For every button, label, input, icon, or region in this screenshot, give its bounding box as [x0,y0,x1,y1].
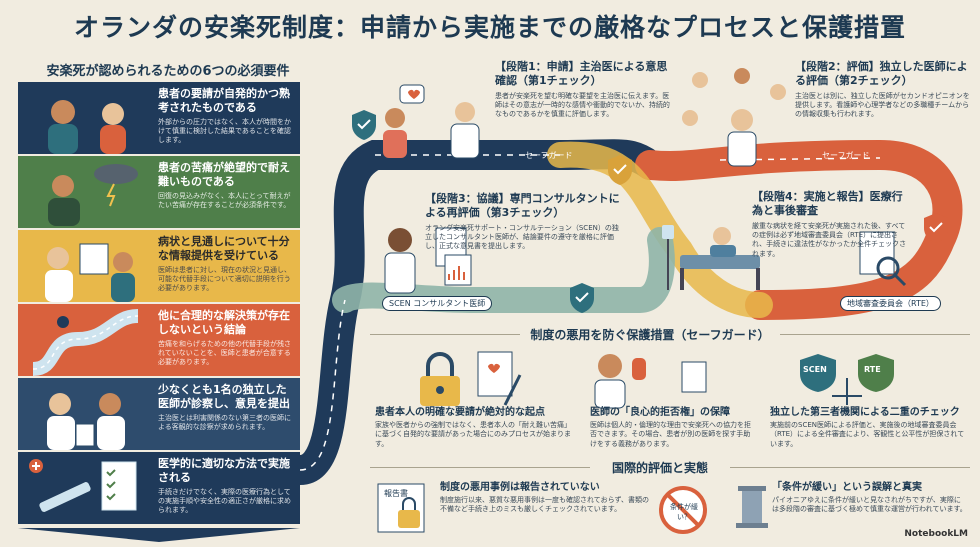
requirement-title: 医学的に適切な方法で実施される [158,457,290,484]
requirement-desc: 手続きだけでなく、実際の医療行為としての実施手順や安全性の適正さが厳格に求められ… [158,487,291,514]
international-desc: 制度施行以来、悪質な悪用事例は一度も確認されておらず、書類の不備など手続き上のミ… [440,496,649,514]
scen-label: SCEN コンサルタント医師 [382,296,493,311]
requirement-desc: 苦痛を和らげるための他の代替手段が残されていないことを、医師と患者が合意する必要… [158,339,291,366]
arrow-tip [18,528,300,542]
hospital-bed-illustration [662,225,760,290]
stage-2: 【段階2：評価】独立した医師による評価（第2チェック） 主治医とは別に、独立した… [795,60,970,120]
pillar-icon [736,486,768,528]
scen-badge: SCEN [803,365,827,374]
safeguard-card: 独立した第三者機関による二重のチェック 実施前のSCEN医師による評価と、実施後… [770,406,970,449]
requirement-desc: 外部からの圧力ではなく、本人が時間をかけて慎重に検討した結果であることを確認しま… [158,117,291,144]
requirement-item: 医学的に適切な方法で実施される手続きだけでなく、実際の医療行為としての実施手順や… [18,452,300,524]
requirement-title: 患者の苦痛が絶望的で耐え難いものである [158,161,290,188]
stage-title: 【段階2：評価】独立した医師による評価（第2チェック） [795,60,968,88]
shield-icon [608,155,632,185]
shield-icon [570,283,594,313]
stage-title: 【段階3：協議】専門コンサルタントによる再評価（第3チェック） [425,192,620,220]
stage-desc: オランダ安楽死サポート・コンサルテーション（SCEN）の独立したコンサルタント医… [425,223,619,251]
requirement-item: 少なくとも1名の独立した医師が診察し、意見を提出主治医とは利害関係のない第三者の… [18,378,300,450]
international-heading: 国際的評価と実態 [611,461,708,475]
suffering-person-icon [18,156,148,228]
requirement-item: 患者の要請が自発的かつ熟考されたものである外部からの圧力ではなく、本人が時間をか… [18,82,300,154]
medical-team-illustration [682,68,786,167]
document-pen-icon [477,351,522,406]
requirement-title: 少なくとも1名の独立した医師が診察し、意見を提出 [158,383,290,410]
divider [370,334,520,335]
requirement-desc: 医師は患者に対し、現在の状況と見通し、可能な代替手段について適切に説明を行う必要… [158,265,291,292]
rte-badge: RTE [864,365,881,374]
winding-road-icon [18,304,148,376]
divider [780,334,970,335]
requirement-desc: 主治医とは利害関係のない第三者の医師による客観的な診察が求められます。 [158,413,291,431]
safeguard-title: 独立した第三者機関による二重のチェック [770,407,960,418]
safeguard-label: セーフガード [525,151,573,160]
safeguards-heading: 制度の悪用を防ぐ保護措置（セーフガード） [530,328,770,342]
international-title: 制度の悪用事例は報告されていない [440,482,600,493]
safeguard-label: セーフガード [822,151,870,160]
safeguard-title: 患者本人の明確な要請が絶対的な起点 [375,407,545,418]
safeguard-desc: 実施前のSCEN医師による評価と、実施後の地域審査委員会（RTE）による全件審査… [770,421,965,448]
report-lock-icon [377,483,425,533]
requirement-title: 他に合理的な解決策が存在しないという結論 [158,309,290,336]
safeguard-card: 患者本人の明確な要請が絶対的な起点 家族や医者からの強制ではなく、患者本人の「耐… [375,406,575,449]
requirement-desc: 回復の見込みがなく、本人にとって耐えがたい苦痛が存在することが必須条件です。 [158,191,291,209]
stage-3: 【段階3：協議】専門コンサルタントによる再評価（第3チェック） オランダ安楽死サ… [425,192,625,252]
international-desc: パイオニアゆえに条件が緩いと見なされがちですが、実際には多段階の審査に基づく極め… [772,496,967,514]
doctor-stop-icon [594,354,707,409]
doctor-explaining-icon [18,230,148,302]
report-document-illustration [859,231,907,287]
requirement-title: 病状と見通しについて十分な情報提供を受けている [158,235,290,262]
safeguard-title: 医師の「良心的拒否権」の保障 [590,407,730,418]
international-card: 「条件が緩い」という誤解と真実 パイオニアゆえに条件が緩いと見なされがちですが、… [772,481,967,515]
divider [370,467,590,468]
international-title: 「条件が緩い」という誤解と真実 [772,482,922,493]
stage-title: 【段階4：実施と報告】医療行為と事後審査 [752,190,903,218]
shield-icon [924,213,948,243]
international-card: 制度の悪用事例は報告されていない 制度施行以来、悪質な悪用事例は一度も確認されて… [440,481,655,515]
brand-mark: NotebookLM [904,529,968,539]
praying-person-icon [18,82,148,154]
requirement-item: 病状と見通しについて十分な情報提供を受けている医師は患者に対し、現在の状況と見通… [18,230,300,302]
requirement-title: 患者の要請が自発的かつ熟考されたものである [158,87,290,114]
consultant-illustration [384,227,472,294]
stage-1: 【段階1：申請】主治医による意思確認（第1チェック） 患者が安楽死を望む明確な要… [495,60,670,120]
syringe-checklist-icon [18,452,148,524]
prohibited-icon [659,486,707,534]
safeguard-desc: 家族や医者からの強制ではなく、患者本人の「耐え難い苦痛」に基づく自発的な要請があ… [375,421,571,448]
requirements-heading: 安楽死が認められるための6つの必須要件 [46,64,290,79]
stage-4: 【段階4：実施と報告】医療行為と事後審査 厳重な病状を経て安楽死が実施された後、… [752,190,912,259]
safeguard-desc: 医師は個人的・倫理的な理由で安楽死への協力を拒否できます。その場合、患者が別の医… [590,421,751,448]
cross-sign-label: 条件が緩い？ [670,503,698,521]
requirement-item: 患者の苦痛が絶望的で耐え難いものである回復の見込みがなく、本人にとって耐えがたい… [18,156,300,228]
stage-desc: 厳重な病状を経て安楽死が実施された後、すべての症例は必ず地域審査委員会（RTE）… [752,221,907,258]
divider [730,467,970,468]
shield-icon [352,110,376,140]
requirements-panel: 患者の要請が自発的かつ熟考されたものである外部からの圧力ではなく、本人が時間をか… [18,82,300,542]
lock-icon [420,352,460,406]
safeguard-card: 医師の「良心的拒否権」の保障 医師は個人的・倫理的な理由で安楽死への協力を拒否で… [590,406,755,449]
page-title: オランダの安楽死制度：申請から実施までの厳格なプロセスと保護措置 [73,13,906,42]
requirement-item: 他に合理的な解決策が存在しないという結論苦痛を和らげるための他の代替手段が残され… [18,304,300,376]
stage-desc: 患者が安楽死を望む明確な要望を主治医に伝えます。医師はその意志が一時的な感情や衝… [495,91,670,119]
scales-shields-icon [800,354,894,405]
rte-label: 地域審査委員会（RTE） [840,296,941,311]
report-doc-label: 報告書 [384,489,408,498]
two-doctors-icon [18,378,148,450]
stage-desc: 主治医とは別に、独立した医師がセカンドオピニオンを提供します。看護師や心理学者な… [795,91,970,119]
doctor-patient-illustration [383,84,480,159]
stage-title: 【段階1：申請】主治医による意思確認（第1チェック） [495,60,668,88]
